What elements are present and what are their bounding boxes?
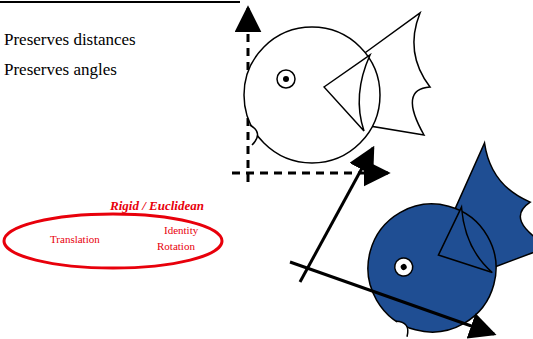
white-fish [244,13,430,163]
bullet-text: Preserves distances [4,30,136,50]
group-heading: Rigid / Euclidean [110,198,204,214]
axis-x-solid [290,262,494,334]
transform-name: Translation [50,233,100,245]
ellipse-shape [4,214,222,268]
title-rule [0,1,240,3]
blue-fish [336,138,533,339]
transform-name: Identity [164,224,198,236]
axis-x-dashed [232,172,388,175]
transform-name: Rotation [157,240,195,252]
group-ellipse: Rigid / EuclideanTranslation IdentityRota… [2,198,224,270]
bullet-text: Preserves angles [4,60,117,80]
axis-y-solid [300,148,373,282]
